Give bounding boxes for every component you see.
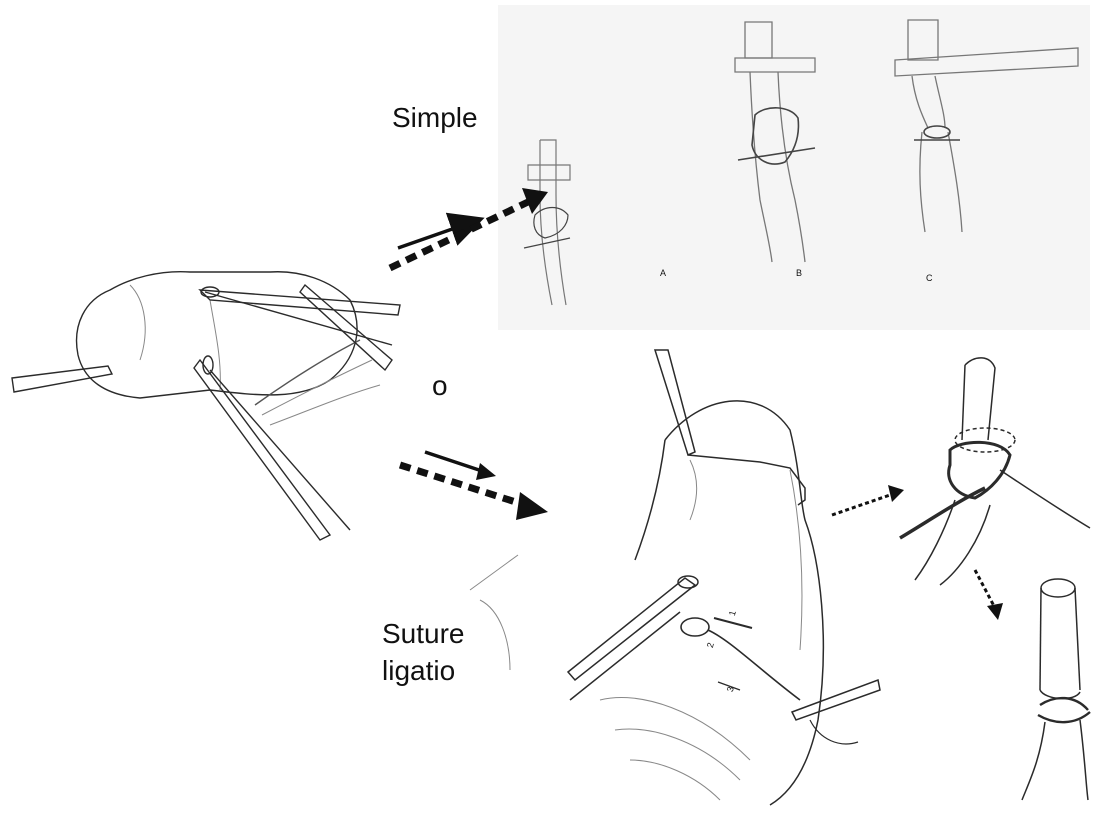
- suture-ligation-label-line2: ligatio: [382, 655, 456, 686]
- left-organ-with-clamps: [11, 270, 401, 541]
- panel-letter-a: A: [660, 268, 667, 278]
- panel-letter-b: B: [796, 268, 803, 278]
- simple-ligation-small-sketch: [523, 139, 571, 306]
- or-label: o: [432, 370, 448, 401]
- panel-letter-c: C: [926, 273, 933, 283]
- arrow-to-simple: [388, 188, 548, 272]
- panel-c-sketch: [894, 19, 1079, 233]
- arrow-to-suture: [398, 450, 548, 520]
- panel-b-sketch: [734, 21, 816, 263]
- dotted-arrows: [831, 485, 1003, 620]
- knot-closeup-sketch: [899, 357, 1091, 586]
- suture-ligation-label-line1: Suture: [382, 618, 465, 649]
- final-ligated-stump: [1021, 578, 1091, 801]
- simple-ligation-panel: [498, 5, 1090, 330]
- suture-ligation-organ: [469, 349, 881, 806]
- simple-label: Simple: [392, 102, 478, 133]
